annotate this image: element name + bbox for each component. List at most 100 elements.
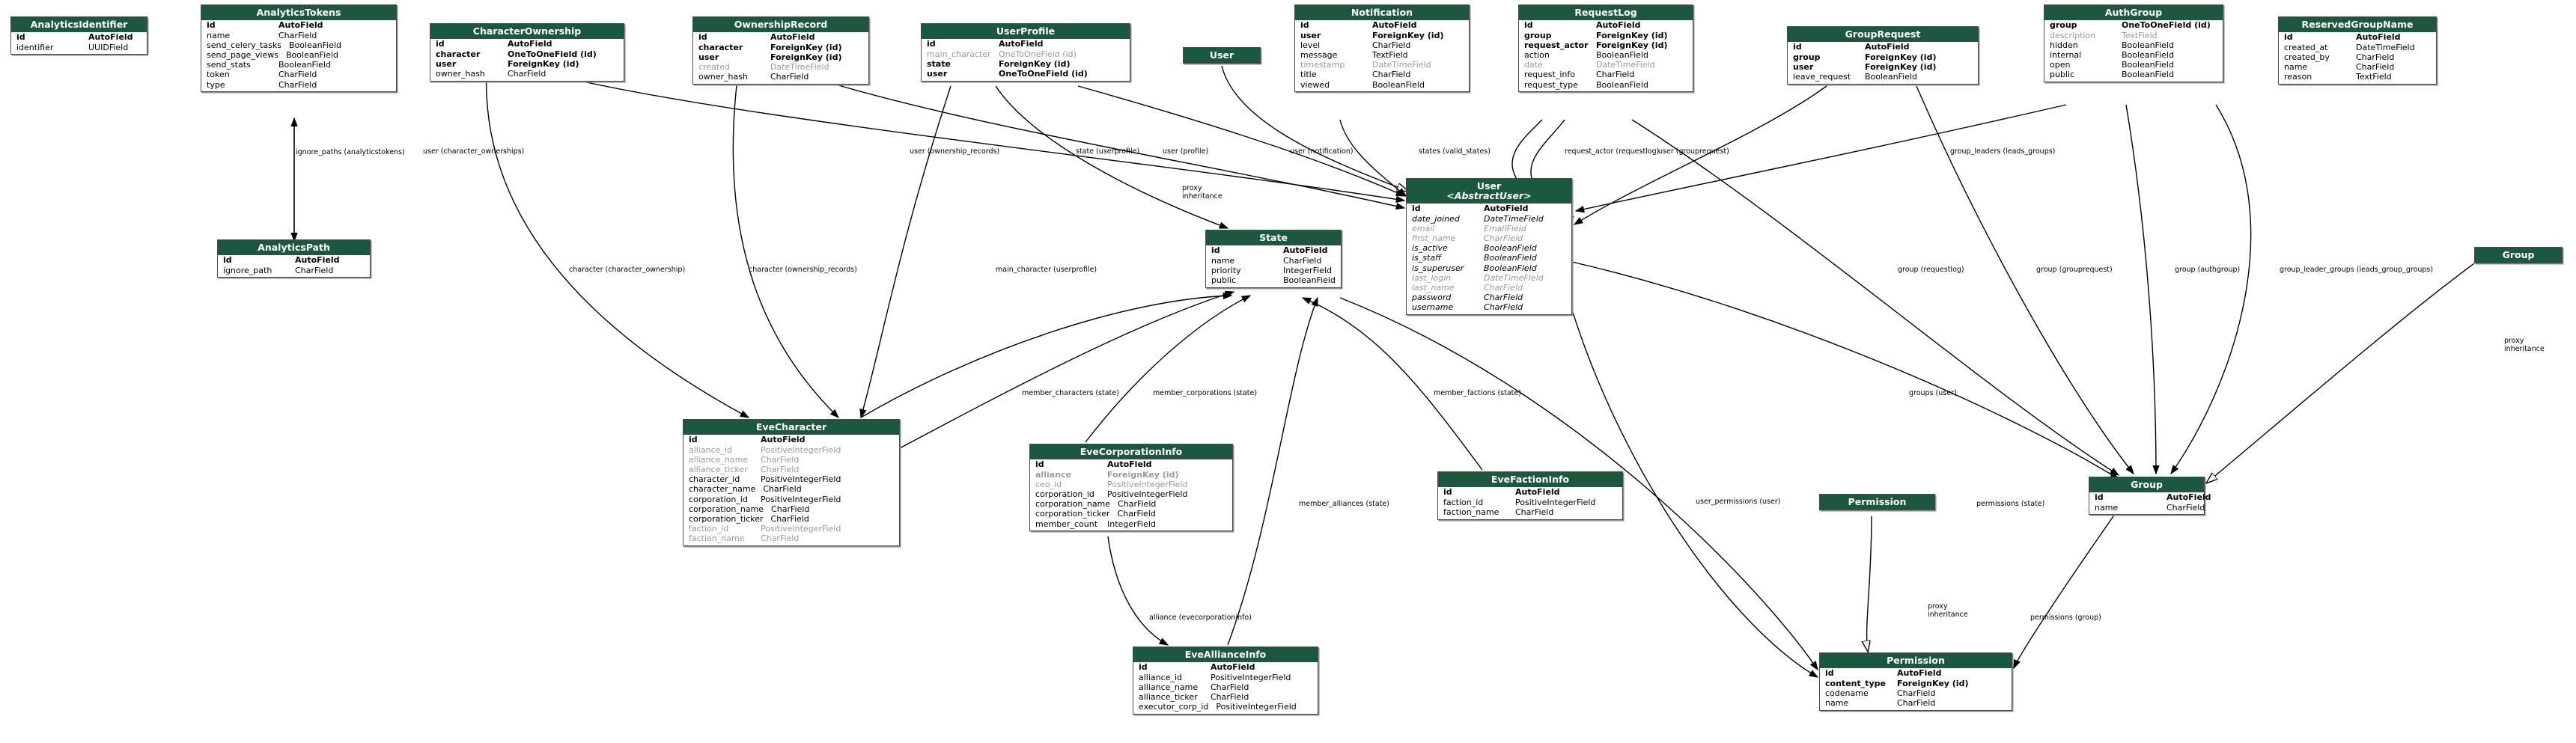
- field-type: CharField: [1596, 70, 1635, 80]
- field-name: is_superuser: [1412, 263, 1464, 273]
- field-name: id: [1035, 459, 1044, 470]
- entity-title: EveCorporationInfo: [1030, 444, 1232, 459]
- field-row: name CharField: [2089, 502, 2205, 513]
- entity-permission_mid[interactable]: Permission: [1819, 494, 1935, 510]
- field-name: password: [1412, 293, 1452, 303]
- edge-label: alliance (evecorporationinfo): [1149, 614, 1252, 622]
- field-type: BooleanField: [1596, 49, 1648, 60]
- field-type: CharField: [278, 30, 317, 40]
- field-name: content_type: [1825, 678, 1886, 688]
- field-type: CharField: [1515, 507, 1554, 517]
- field-name: member_count: [1035, 519, 1098, 529]
- entity-group_right[interactable]: Group: [2474, 247, 2563, 263]
- field-name: group: [2050, 20, 2077, 31]
- entity-title: RequestLog: [1519, 5, 1693, 20]
- edge-label: group (requestlog): [1898, 266, 1964, 274]
- entity-user_top[interactable]: User: [1183, 47, 1261, 64]
- field-type: CharField: [770, 513, 809, 524]
- field-type: CharField: [1118, 499, 1157, 510]
- field-name: public: [2050, 70, 2075, 80]
- field-name: title: [1300, 70, 1317, 80]
- field-type: PositiveIntegerField: [1515, 497, 1596, 507]
- field-type: CharField: [2167, 502, 2205, 513]
- field-type: PositiveIntegerField: [1211, 672, 1291, 682]
- field-type: DateTimeField: [1372, 60, 1431, 70]
- edge-label: user (ownership_records): [910, 147, 1000, 156]
- edge-label: member_alliances (state): [1299, 500, 1389, 508]
- field-type: ForeignKey (id): [770, 42, 842, 52]
- entity-title: Notification: [1295, 5, 1469, 20]
- field-type: BooleanField: [1283, 275, 1336, 285]
- field-name: id: [1793, 42, 1802, 52]
- entity-subtitle: <AbstractUser>: [1446, 190, 1532, 201]
- edge-label: member_characters (state): [1022, 389, 1119, 397]
- field-type: PositiveIntegerField: [1107, 489, 1188, 499]
- field-name: executor_corp_id: [1139, 702, 1209, 712]
- field-type: CharField: [295, 265, 334, 275]
- edge-label: request_actor (requestlog): [1565, 147, 1660, 156]
- field-type: OneToOneField (id): [2122, 20, 2211, 31]
- field-name: name: [2095, 502, 2119, 513]
- field-type: AutoField: [2167, 492, 2211, 503]
- field-name: public: [1211, 275, 1237, 285]
- field-type: BooleanField: [289, 40, 341, 50]
- field-name: character_name: [689, 484, 756, 495]
- field-type: BooleanField: [1484, 253, 1537, 263]
- field-name: faction_id: [689, 524, 729, 534]
- field-type: AutoField: [278, 20, 323, 31]
- field-name: name: [207, 30, 231, 40]
- edge-label: character (ownership_records): [749, 266, 857, 274]
- entity-title: CharacterOwnership: [430, 24, 624, 39]
- entity-title: AnalyticsIdentifier: [11, 17, 147, 32]
